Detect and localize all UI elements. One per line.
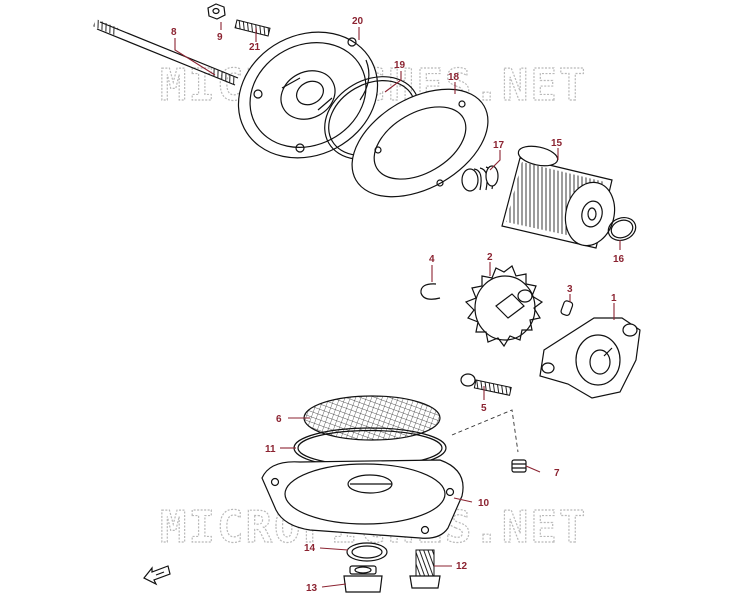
callout-13: 13 — [306, 583, 318, 594]
callout-12: 12 — [456, 561, 468, 572]
part-12-bolt — [409, 549, 441, 589]
part-21-stud — [234, 19, 271, 37]
callout-18: 18 — [448, 72, 460, 83]
part-20-cover-plate — [237, 31, 379, 159]
callout-20: 20 — [352, 16, 364, 27]
callout-14: 14 — [304, 543, 316, 554]
front-arrow-icon — [143, 565, 171, 586]
callout-11: 11 — [265, 444, 276, 455]
callout-19: 19 — [394, 60, 406, 71]
callout-7: 7 — [554, 468, 560, 479]
callout-9: 9 — [217, 32, 223, 43]
part-5-bolt — [460, 373, 512, 396]
callout-5: 5 — [481, 403, 487, 414]
part-2-gear — [464, 265, 544, 348]
part-3-dowel-pin — [560, 300, 574, 316]
callout-1: 1 — [611, 293, 617, 304]
callout-17: 17 — [493, 140, 505, 151]
part-10-sump-cover — [261, 459, 464, 539]
part-4-circlip — [420, 283, 441, 300]
part-1-oil-pump — [539, 317, 641, 399]
callout-2: 2 — [487, 252, 493, 263]
part-16-o-ring — [607, 217, 637, 241]
callout-16: 16 — [613, 254, 625, 265]
part-13-drain-plug — [343, 565, 383, 593]
part-15-oil-filter — [501, 145, 616, 249]
part-14-washer — [346, 542, 388, 562]
part-18-gasket — [351, 88, 489, 198]
callout-3: 3 — [567, 284, 573, 295]
callout-6: 6 — [276, 414, 282, 425]
callout-21: 21 — [249, 42, 261, 53]
callout-8: 8 — [171, 27, 177, 38]
callout-4: 4 — [429, 254, 435, 265]
assembly-line — [451, 409, 519, 453]
part-7-screw — [511, 459, 527, 473]
part-17-spring — [461, 165, 499, 192]
callout-15: 15 — [551, 138, 563, 149]
callout-10: 10 — [478, 498, 490, 509]
part-8-stud — [93, 18, 239, 86]
part-9-nut — [207, 3, 226, 20]
leader-lines — [174, 22, 621, 588]
